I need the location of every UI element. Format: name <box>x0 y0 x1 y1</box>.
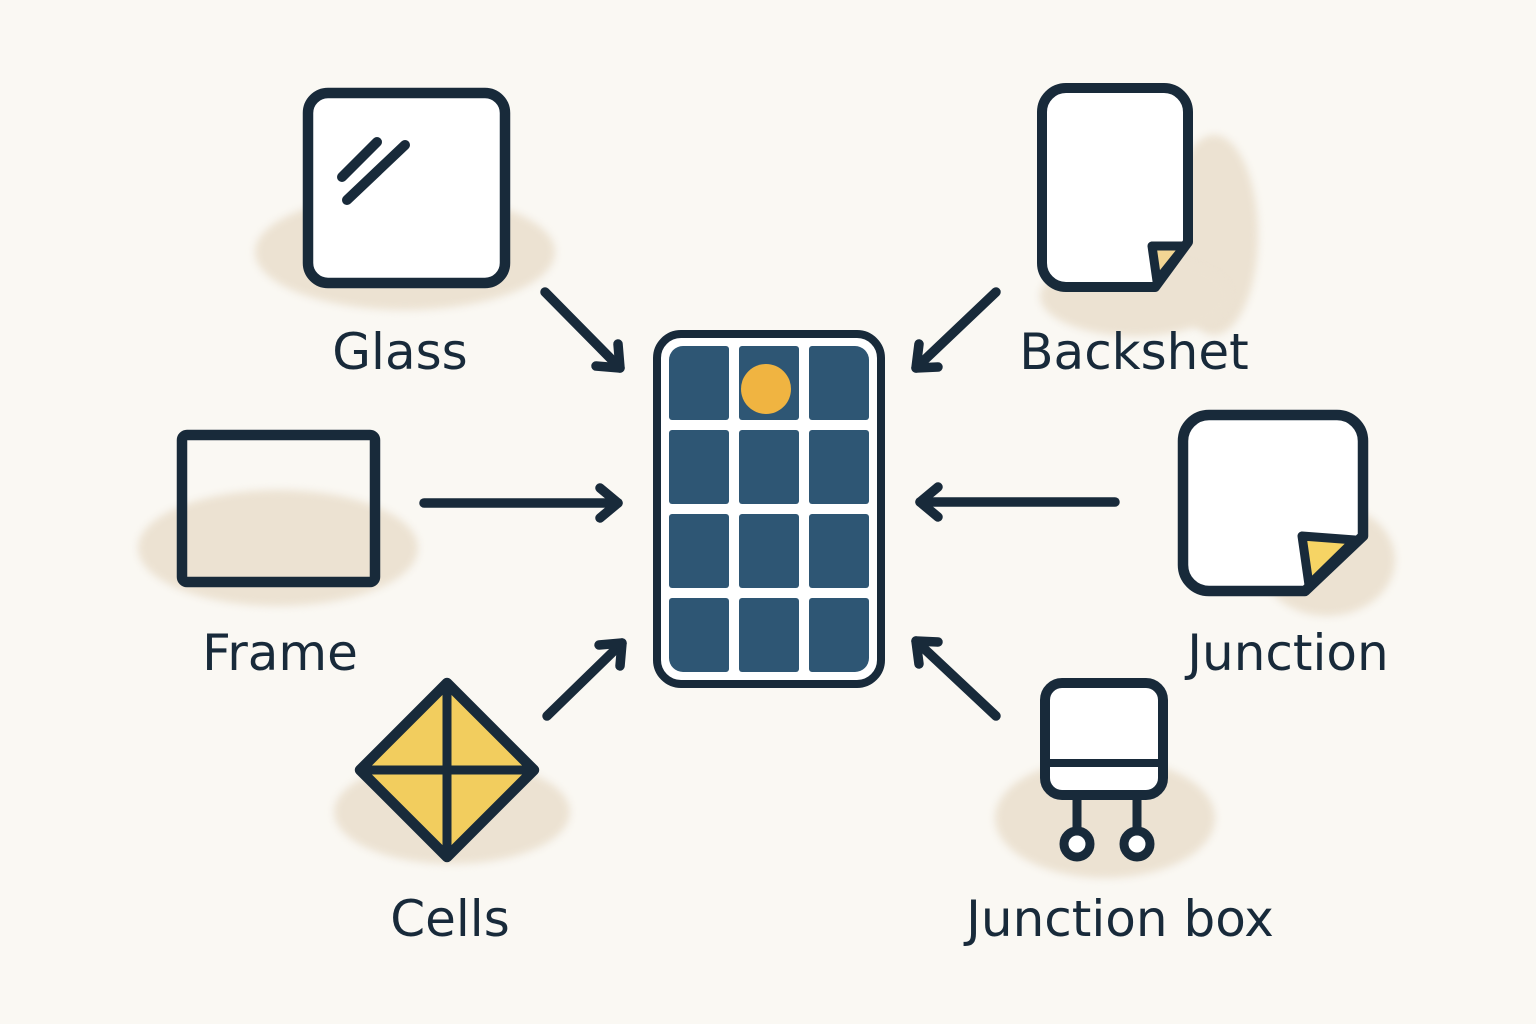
frame-rectangle-icon <box>176 429 381 588</box>
panel-cell <box>739 598 799 672</box>
arrow-junctionbox-to-panel <box>911 636 1001 721</box>
panel-cell <box>739 514 799 588</box>
panel-cell <box>669 598 729 672</box>
solar-panel <box>653 330 885 688</box>
arrow-backsheet-to-panel <box>911 287 1001 373</box>
solar-panel-grid <box>669 346 869 672</box>
label-frame: Frame <box>202 624 358 682</box>
panel-cell <box>809 430 869 504</box>
label-backsheet: Backshet <box>1019 323 1249 381</box>
arrow-frame-to-panel <box>419 483 623 523</box>
panel-cell <box>669 514 729 588</box>
panel-cell <box>669 430 729 504</box>
junction-box-icon <box>1040 678 1168 862</box>
panel-cell <box>669 346 729 420</box>
panel-cell <box>809 598 869 672</box>
backsheet-document-icon <box>1037 83 1193 292</box>
label-junction-box: Junction box <box>966 890 1274 948</box>
arrow-glass-to-panel <box>540 287 625 373</box>
label-junction: Junction <box>1187 624 1389 682</box>
sun-dot-icon <box>741 364 791 414</box>
folded-sheet-icon <box>1177 409 1369 597</box>
arrow-cells-to-panel <box>542 638 627 721</box>
label-cells: Cells <box>390 890 510 948</box>
panel-cell <box>809 346 869 420</box>
panel-cell <box>739 430 799 504</box>
panel-cell <box>809 514 869 588</box>
glass-pane-icon <box>302 87 511 289</box>
arrow-junction-to-panel <box>915 482 1120 522</box>
label-glass: Glass <box>332 323 468 381</box>
diamond-cells-icon <box>354 677 540 863</box>
